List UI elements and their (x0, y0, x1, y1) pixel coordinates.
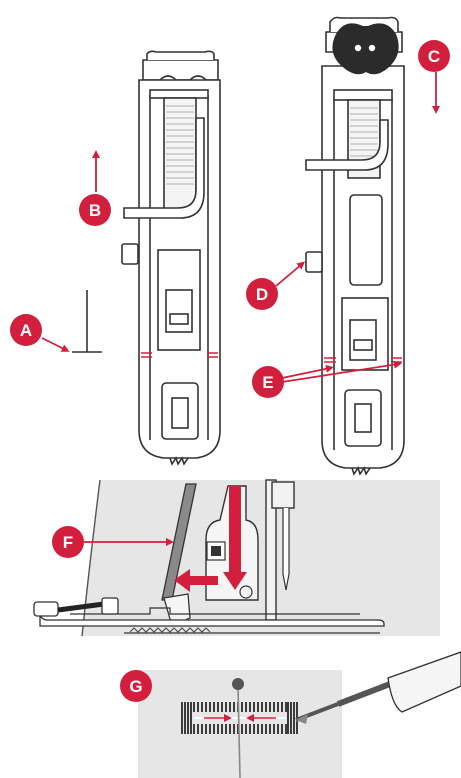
arrow-e1 (281, 364, 334, 379)
left-buttonhole-foot (121, 50, 221, 466)
label-b-badge: B (79, 194, 111, 226)
label-e-text: E (262, 373, 273, 392)
arrow-e2 (281, 360, 402, 383)
label-e-badge: E (252, 366, 284, 398)
pointer-arrows (41, 72, 440, 383)
arrow-d (275, 261, 306, 287)
buttonhole-stitching (181, 702, 298, 734)
label-c-text: C (428, 47, 440, 66)
label-b-text: B (89, 201, 101, 220)
seam-ripper-panel (138, 651, 461, 778)
label-c-badge: C (418, 40, 450, 72)
label-a-text: A (20, 321, 32, 340)
label-f-text: F (63, 533, 73, 552)
presser-foot-down-symbol (72, 290, 102, 353)
machine-closeup-panel (33, 479, 440, 637)
label-d-text: D (256, 285, 268, 304)
label-g-badge: G (120, 670, 152, 702)
lever-action-arrows (174, 486, 247, 592)
label-a-badge: A (10, 314, 42, 346)
left-foot-red-marks (141, 352, 218, 358)
label-g-text: G (129, 677, 142, 696)
right-buttonhole-foot (305, 16, 405, 476)
slider-ribs (166, 105, 194, 185)
label-f-badge: F (52, 526, 84, 558)
button-on-foot (332, 23, 399, 75)
arrow-a (41, 337, 70, 352)
label-d-badge: D (246, 278, 278, 310)
